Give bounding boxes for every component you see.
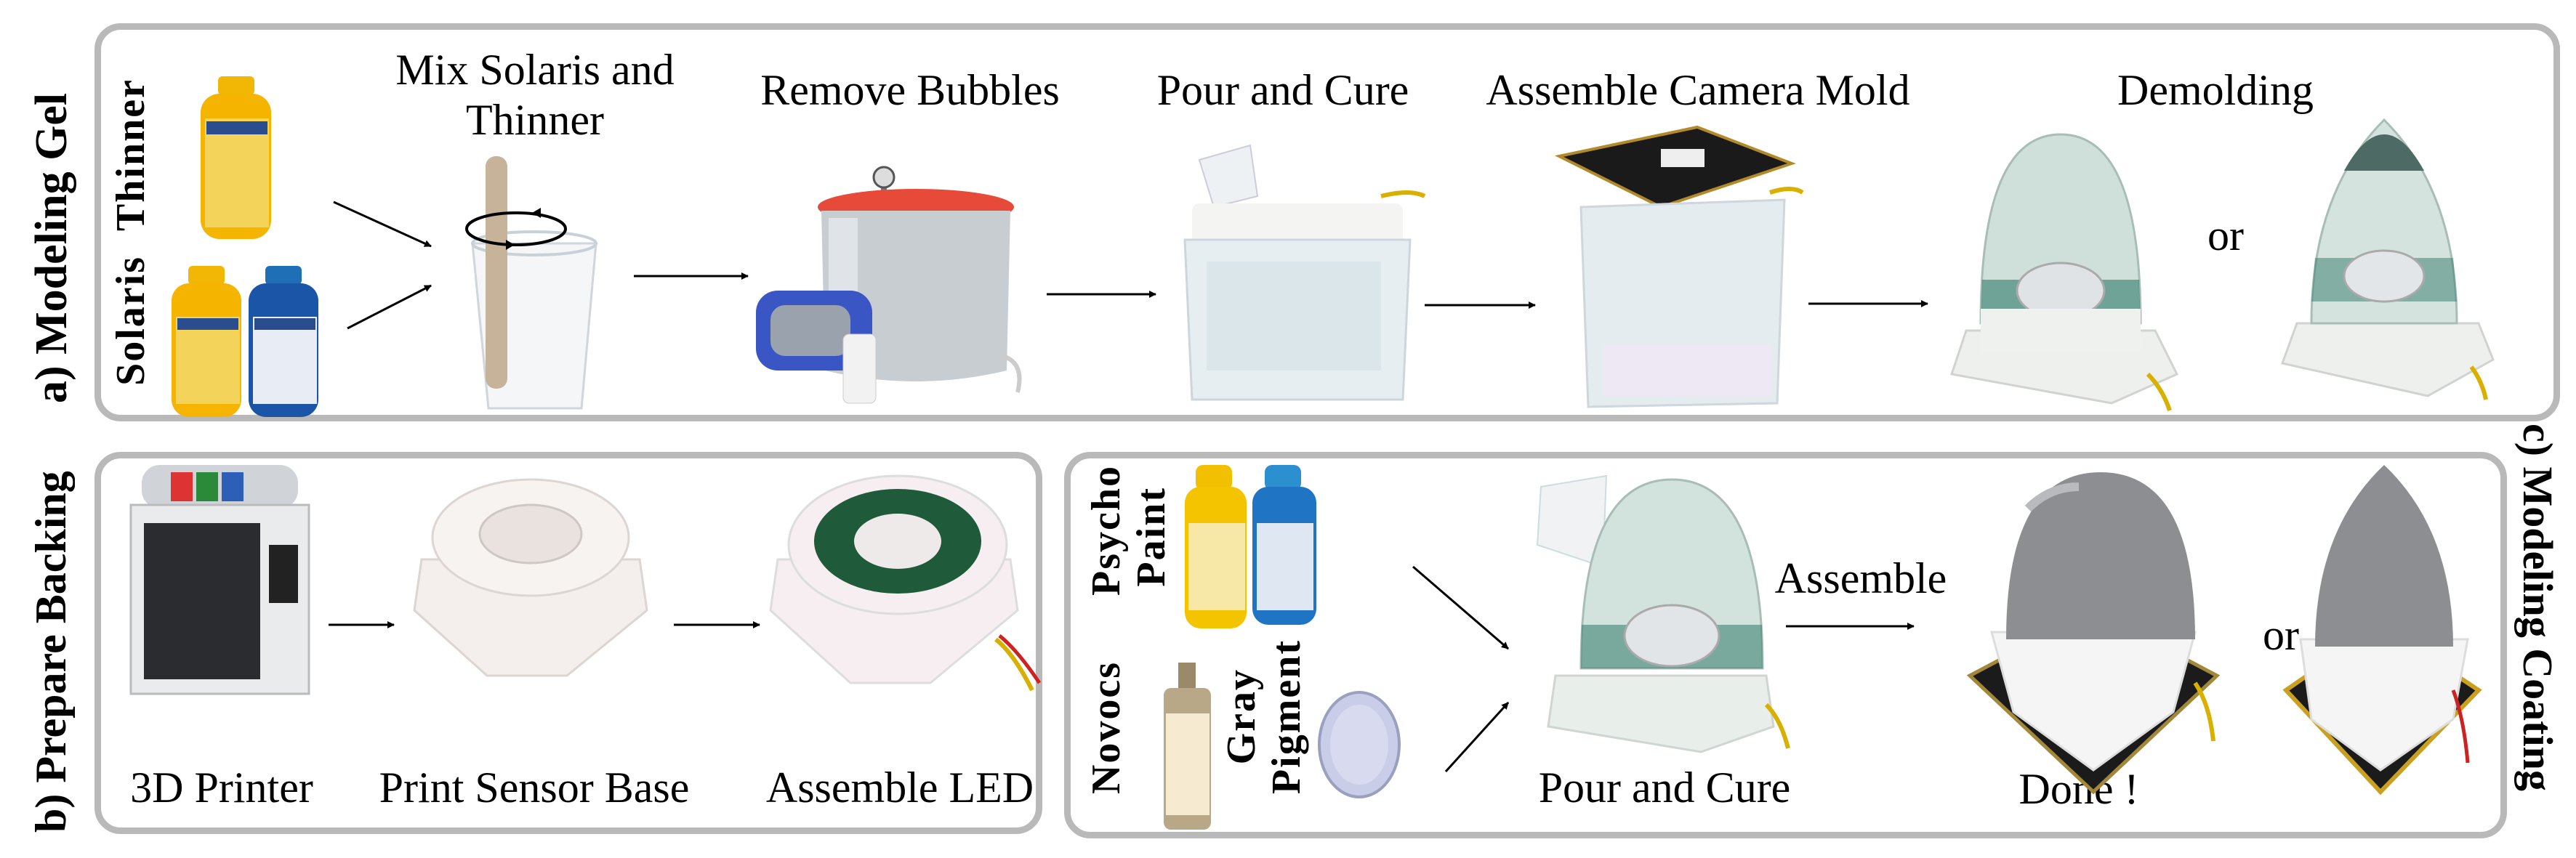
arrow-paint-to-dome: [1412, 565, 1509, 650]
step-label-mix-line2: Thinner: [466, 96, 604, 144]
step-label-pour-cure-gel: Pour and Cure: [1156, 66, 1409, 114]
step-label-demolding: Demolding: [2117, 66, 2314, 114]
step-label-assemble-camera-mold: Assemble Camera Mold: [1486, 66, 1910, 114]
step-label-3d-printer: 3D Printer: [130, 764, 313, 812]
step-label-print-sensor-base: Print Sensor Base: [379, 764, 690, 812]
gray-pigment-dish-image: [1318, 691, 1401, 798]
demolded-pointed-dome-image: [2281, 118, 2495, 400]
finished-round-sensor-image: [1966, 472, 2221, 795]
pour-cure-gel-mold-image: [1183, 144, 1426, 401]
arrow-solaris-to-cup: [347, 284, 432, 330]
vacuum-chamber-pump-image: [756, 166, 1022, 404]
printed-sensor-base-image: [413, 478, 648, 677]
assembled-led-base-image: [769, 474, 1042, 692]
step-label-pour-cure-coating: Pour and Cure: [1538, 764, 1791, 812]
or-label-demolding: or: [2207, 211, 2244, 259]
silicone-thinner-bottle-image: [201, 76, 271, 239]
3d-printer-image: [129, 465, 310, 695]
step-label-mix-line1: Mix Solaris and: [395, 46, 675, 94]
step-label-mix: Mix Solaris and Thinner: [395, 45, 674, 145]
camera-mold-assembly-image: [1554, 125, 1804, 408]
demolded-round-dome-image: [1950, 133, 2179, 411]
finished-pointed-sensor-image: [2282, 465, 2482, 796]
mixing-cup-with-stick-image: [465, 156, 597, 410]
step-label-remove-bubbles: Remove Bubbles: [760, 66, 1060, 114]
step-label-assemble-led: Assemble LED: [765, 764, 1034, 812]
section-label-modeling-coating: c) Modeling Coating: [2514, 424, 2561, 791]
or-label-done: or: [2263, 611, 2299, 659]
novocs-can-image: [1164, 663, 1211, 830]
arrow-pigment-to-dome: [1444, 701, 1510, 773]
pour-cure-coating-dome-image: [1536, 474, 1790, 753]
step-label-assemble: Assemble: [1774, 554, 1947, 602]
arrow-thinner-to-cup: [333, 201, 432, 248]
solaris-part-b-bottle-image: [249, 266, 318, 417]
stir-rotation-icon: [465, 211, 567, 246]
solaris-part-a-bottle-image: [172, 266, 241, 417]
psycho-paint-bottles-image: [1185, 465, 1316, 628]
